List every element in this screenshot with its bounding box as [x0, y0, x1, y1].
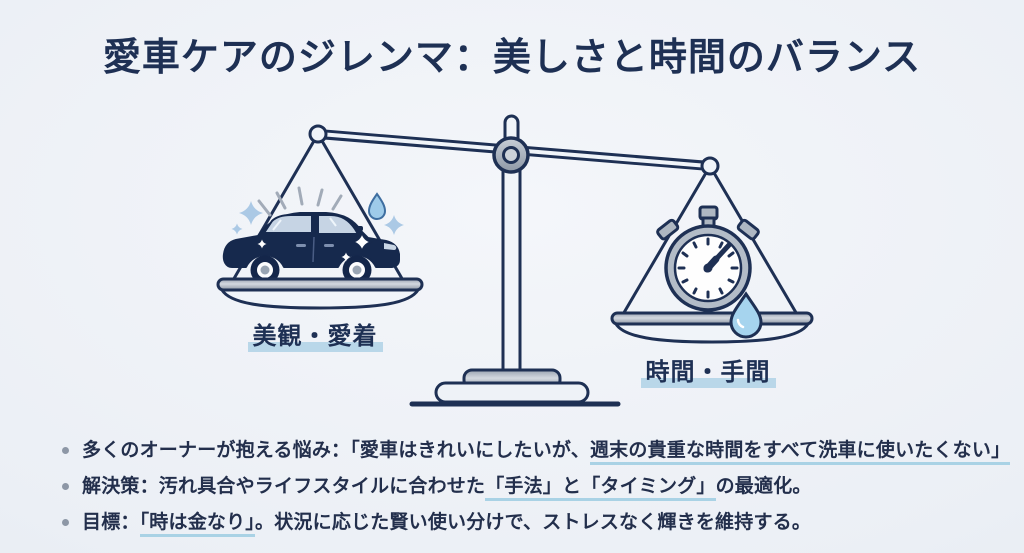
water-drop-icon — [367, 192, 387, 220]
stopwatch-icon — [656, 205, 760, 312]
scale-base — [409, 368, 621, 407]
bullet-dot — [62, 447, 69, 454]
shine-rays-icon — [257, 186, 343, 217]
bullet-item-pain-point: 多くのオーナーが抱える悩み：「愛車はきれいにしたいが、週末の貴重な時間をすべて洗… — [62, 437, 1011, 465]
bullet-text: 多くのオーナーが抱える悩み：「愛車はきれいにしたいが、週末の貴重な時間をすべて洗… — [82, 437, 1011, 465]
bullet-text: 目標：「時は金なり」。状況に応じた賢い使い分けで、ストレスなく輝きを維持する。 — [82, 509, 811, 537]
left-pan-label: 美観・愛着 — [195, 316, 435, 352]
page-title: 愛車ケアのジレンマ：美しさと時間のバランス — [102, 37, 922, 79]
right-pan — [610, 311, 814, 344]
left-pan-assembly — [216, 124, 424, 310]
bullet-list: 多くのオーナーが抱える悩み：「愛車はきれいにしたいが、週末の貴重な時間をすべて洗… — [62, 437, 1011, 545]
car-icon — [222, 212, 400, 285]
left-pan — [216, 277, 424, 310]
bullet-item-solution: 解決策：汚れ具合やライフスタイルに合わせた「手法」と「タイミング」の最適化。 — [62, 473, 1008, 501]
right-pan-label: 時間・手間 — [588, 352, 828, 388]
right-pan-assembly — [610, 156, 814, 344]
bullet-text: 解決策：汚れ具合やライフスタイルに合わせた「手法」と「タイミング」の最適化。 — [82, 473, 812, 501]
bullet-item-goal: 目標：「時は金なり」。状況に応じた賢い使い分けで、ストレスなく輝きを維持する。 — [62, 509, 1008, 537]
water-drop-icon — [729, 291, 763, 339]
bullet-dot — [62, 483, 69, 490]
balance-scale-icon — [313, 114, 715, 407]
sparkle-icon — [231, 201, 404, 262]
bullet-dot — [62, 519, 69, 526]
